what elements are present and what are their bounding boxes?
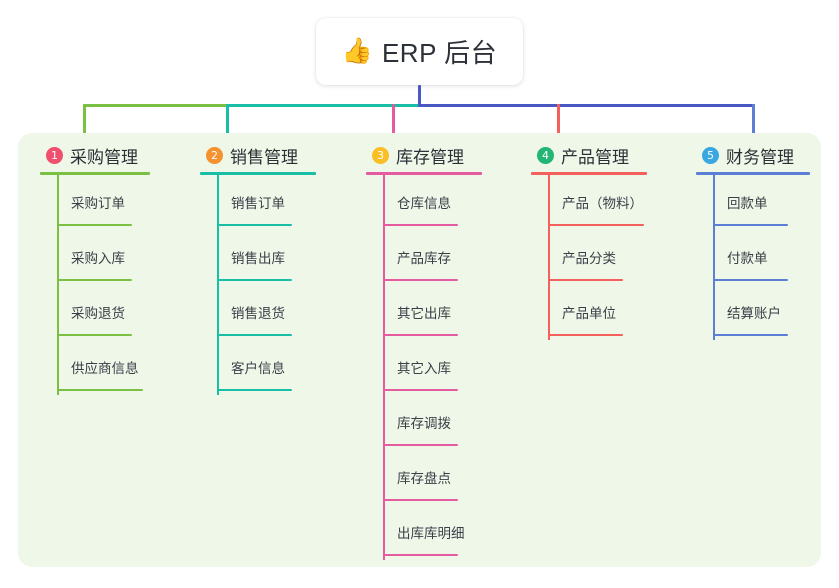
- list-item-label: 采购订单: [71, 196, 125, 211]
- list-item-label: 其它入库: [397, 361, 451, 376]
- list-item-rule: [57, 279, 132, 281]
- connector-bar-blue: [418, 104, 755, 107]
- column-4: 4 产品管理产品（物料） 产品分类产品单位: [527, 142, 647, 340]
- branch-stem-2: [217, 175, 219, 395]
- drop-line-2: [226, 104, 229, 144]
- list-item-label: 结算账户: [727, 306, 781, 321]
- column-header-2[interactable]: 2 销售管理: [196, 142, 298, 168]
- list-item-label: 产品（物料）: [562, 196, 643, 211]
- list-item-rule: [57, 334, 132, 336]
- root-title: ERP 后台: [381, 38, 498, 68]
- column-rule-3: [366, 172, 482, 175]
- list-item-rule: [548, 279, 623, 281]
- list-item-label: 产品单位: [562, 306, 616, 321]
- list-item-rule: [548, 334, 623, 336]
- column-badge-3: 3: [372, 146, 389, 164]
- list-item-label: 付款单: [727, 251, 768, 266]
- list-item-label: 产品库存: [397, 251, 451, 266]
- list-item-label: 采购入库: [71, 251, 125, 266]
- column-title-5: 财务管理: [726, 147, 794, 167]
- column-badge-1: 1: [46, 146, 63, 164]
- list-item-rule: [383, 224, 458, 226]
- drop-line-5: [752, 104, 755, 144]
- list-item-label: 供应商信息: [71, 361, 139, 376]
- root-node-content: 👍 ERP 后台: [342, 33, 497, 70]
- column-5: 5 财务管理回款单付款单结算账户: [692, 142, 810, 340]
- column-1: 1 采购管理采购订单采购入库采购退货供应商信息: [36, 142, 150, 395]
- drop-line-4: [557, 104, 560, 144]
- root-node[interactable]: 👍 ERP 后台: [316, 18, 523, 85]
- column-header-4[interactable]: 4 产品管理: [527, 142, 629, 168]
- list-item-rule: [383, 334, 458, 336]
- connector-bar-teal: [226, 104, 420, 107]
- list-item-rule: [57, 389, 143, 391]
- branch-stem-5: [713, 175, 715, 340]
- list-item-label: 销售退货: [231, 306, 285, 321]
- column-3: 3 库存管理仓库信息产品库存其它出库其它入库库存调拨库存盘点出库库明细: [362, 142, 482, 560]
- column-badge-5: 5: [702, 146, 719, 164]
- branch-stem-3: [383, 175, 385, 560]
- column-header-1[interactable]: 1 采购管理: [36, 142, 138, 168]
- branch-stem-4: [548, 175, 550, 340]
- list-item-rule: [217, 279, 292, 281]
- thumbs-up-icon: 👍: [341, 37, 373, 65]
- list-item-rule: [217, 224, 292, 226]
- list-item-label: 采购退货: [71, 306, 125, 321]
- list-item-rule: [217, 334, 292, 336]
- list-item-rule: [713, 279, 788, 281]
- column-title-1: 采购管理: [70, 147, 138, 167]
- column-title-4: 产品管理: [561, 147, 629, 167]
- column-header-3[interactable]: 3 库存管理: [362, 142, 464, 168]
- column-rule-1: [40, 172, 150, 175]
- list-item-rule: [548, 224, 644, 226]
- list-item-rule: [383, 444, 458, 446]
- trunk-line: [418, 85, 421, 107]
- list-item-rule: [383, 554, 458, 556]
- column-header-5[interactable]: 5 财务管理: [692, 142, 794, 168]
- column-2: 2 销售管理销售订单销售出库销售退货客户信息: [196, 142, 316, 395]
- list-item-label: 库存调拨: [397, 416, 451, 431]
- list-item-label: 回款单: [727, 196, 768, 211]
- list-item-label: 出库库明细: [397, 526, 465, 541]
- list-item-label: 产品分类: [562, 251, 616, 266]
- drop-line-1: [83, 104, 86, 144]
- list-item-label: 仓库信息: [397, 196, 451, 211]
- list-item-rule: [713, 334, 788, 336]
- list-item-rule: [713, 224, 788, 226]
- column-title-3: 库存管理: [396, 147, 464, 167]
- drop-line-3: [392, 104, 395, 144]
- list-item-label: 销售出库: [231, 251, 285, 266]
- column-rule-2: [200, 172, 316, 175]
- list-item-rule: [57, 224, 132, 226]
- diagram-panel: [18, 133, 821, 567]
- list-item-label: 客户信息: [231, 361, 285, 376]
- list-item-rule: [383, 499, 458, 501]
- connector-bar-green: [83, 104, 228, 107]
- column-title-2: 销售管理: [230, 147, 298, 167]
- list-item-label: 其它出库: [397, 306, 451, 321]
- list-item-label: 库存盘点: [397, 471, 451, 486]
- list-item-rule: [217, 389, 292, 391]
- column-rule-5: [696, 172, 810, 175]
- list-item-rule: [383, 389, 458, 391]
- column-badge-2: 2: [206, 146, 223, 164]
- column-badge-4: 4: [537, 146, 554, 164]
- column-rule-4: [531, 172, 647, 175]
- branch-stem-1: [57, 175, 59, 395]
- list-item-label: 销售订单: [231, 196, 285, 211]
- list-item-rule: [383, 279, 458, 281]
